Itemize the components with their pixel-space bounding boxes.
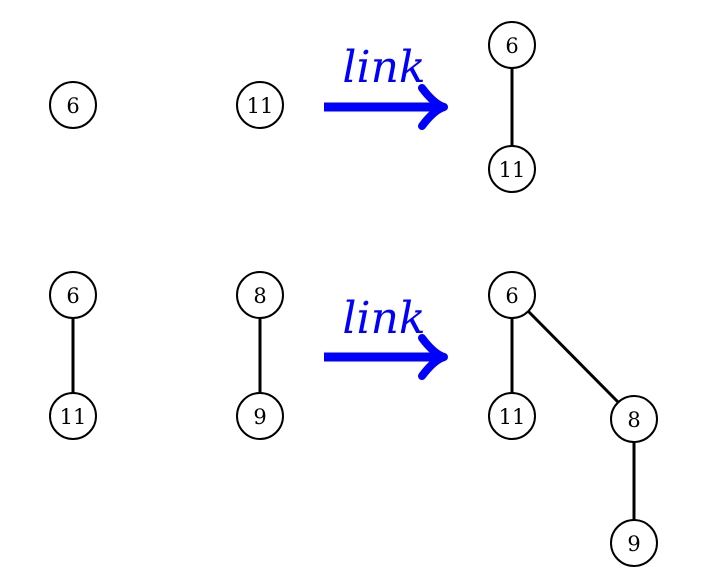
row2-input-tree-a: 6 11 bbox=[49, 271, 97, 440]
arrow-head-icon bbox=[418, 84, 448, 130]
row1: 6 11 link 6 11 bbox=[49, 21, 536, 193]
row1-input-node-6: 6 bbox=[49, 81, 97, 129]
row2-result-node-11: 11 bbox=[488, 392, 536, 440]
row2-input-node-9: 9 bbox=[236, 392, 284, 440]
node-circle bbox=[236, 271, 284, 319]
node-label: 9 bbox=[627, 532, 640, 556]
arrow-head-icon bbox=[418, 334, 448, 380]
node-circle bbox=[488, 392, 536, 440]
node-circle bbox=[488, 271, 536, 319]
row2-input-node-6: 6 bbox=[49, 271, 97, 319]
row1-result-tree: 6 11 bbox=[488, 21, 536, 193]
node-label: 9 bbox=[253, 405, 266, 429]
link-label: link bbox=[342, 42, 425, 93]
node-circle bbox=[236, 81, 284, 129]
node-label: 6 bbox=[66, 284, 79, 308]
node-circle bbox=[49, 271, 97, 319]
link-label: link bbox=[342, 293, 425, 344]
node-label: 11 bbox=[60, 405, 87, 429]
row2-input-node-8: 8 bbox=[236, 271, 284, 319]
row1-result-node-11: 11 bbox=[488, 145, 536, 193]
row2-input-tree-b: 8 9 bbox=[236, 271, 284, 440]
node-label: 6 bbox=[505, 284, 518, 308]
tree-edge bbox=[526, 309, 620, 404]
node-label: 6 bbox=[505, 34, 518, 58]
node-label: 11 bbox=[247, 94, 274, 118]
node-circle bbox=[236, 392, 284, 440]
row2-result-tree: 6 11 8 9 bbox=[488, 271, 658, 567]
node-label: 11 bbox=[499, 405, 526, 429]
node-label: 6 bbox=[66, 94, 79, 118]
node-circle bbox=[488, 21, 536, 69]
row2-input-node-11: 11 bbox=[49, 392, 97, 440]
row2: 6 11 8 9 link bbox=[49, 271, 658, 567]
row2-link-arrow: link bbox=[324, 293, 448, 380]
row2-result-node-6: 6 bbox=[488, 271, 536, 319]
row1-input-node-11: 11 bbox=[236, 81, 284, 129]
node-label: 11 bbox=[499, 158, 526, 182]
node-label: 8 bbox=[253, 284, 266, 308]
row1-result-node-6: 6 bbox=[488, 21, 536, 69]
node-circle bbox=[49, 81, 97, 129]
node-circle bbox=[49, 392, 97, 440]
row1-link-arrow: link bbox=[324, 42, 448, 130]
node-circle bbox=[488, 145, 536, 193]
node-circle bbox=[610, 519, 658, 567]
node-circle bbox=[610, 395, 658, 443]
row2-result-node-8: 8 bbox=[610, 395, 658, 443]
node-label: 8 bbox=[627, 408, 640, 432]
row2-result-node-9: 9 bbox=[610, 519, 658, 567]
